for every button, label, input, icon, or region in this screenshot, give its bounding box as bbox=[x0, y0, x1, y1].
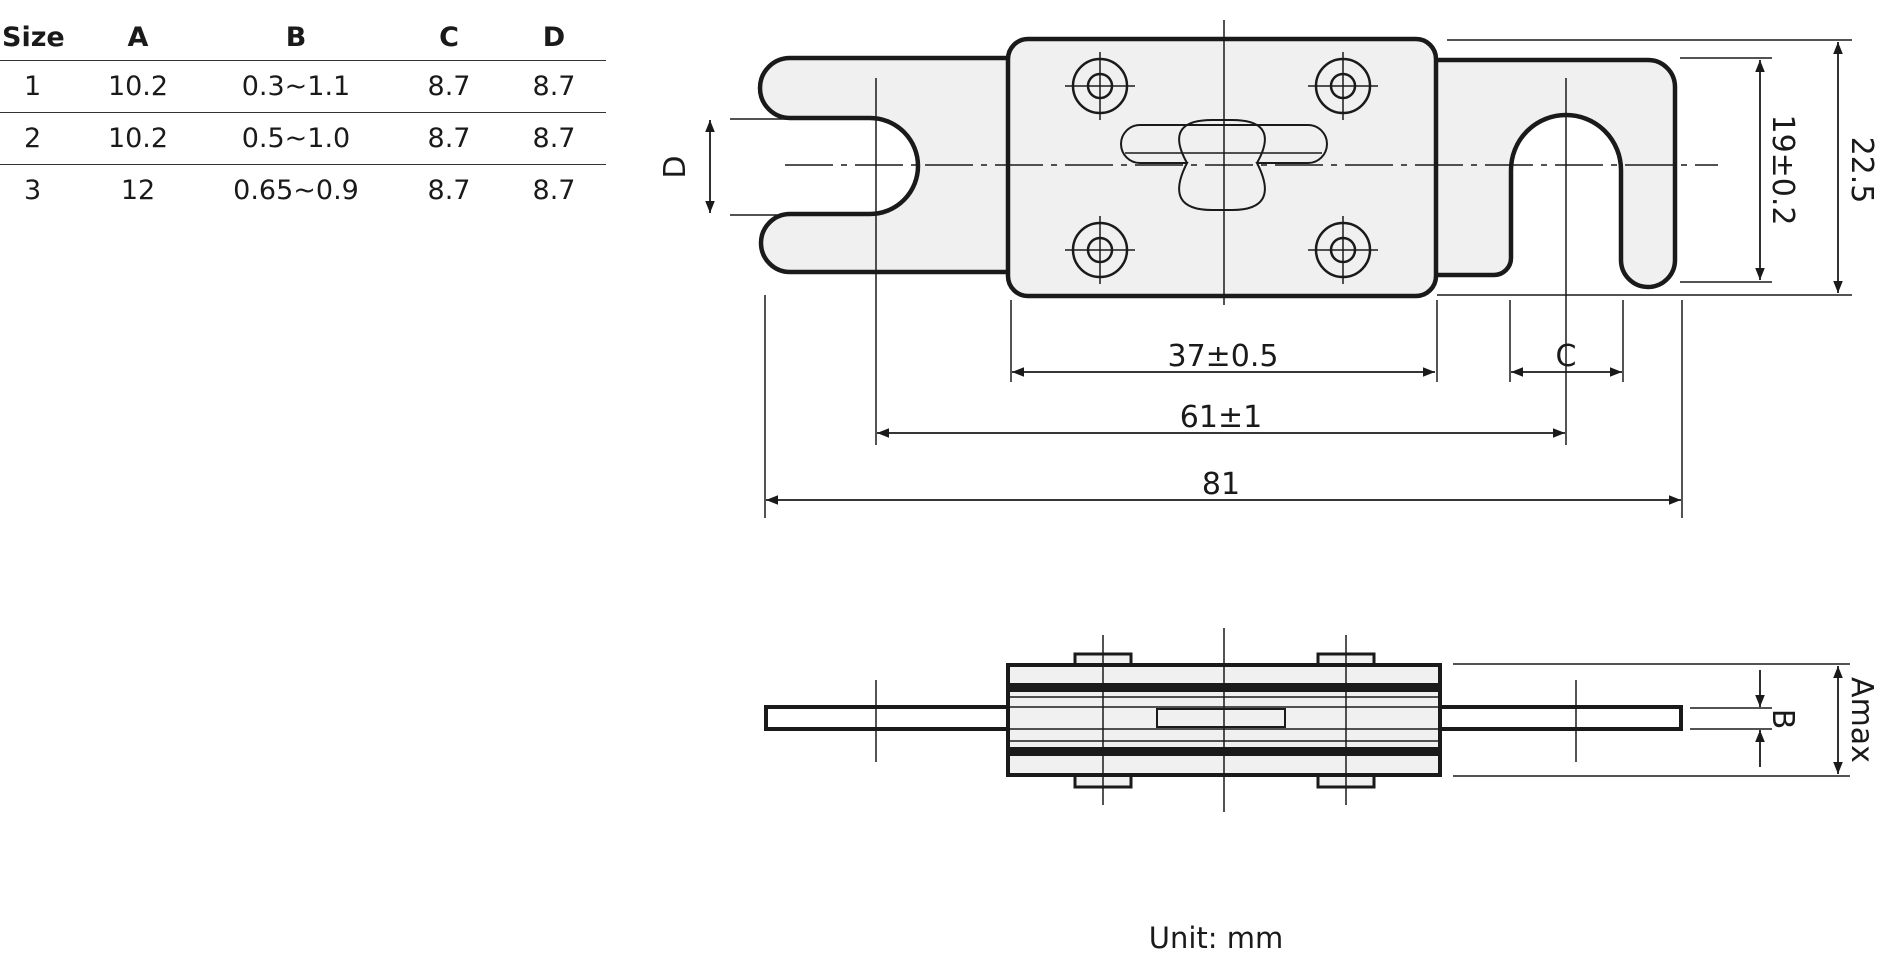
fuse-element-window bbox=[1120, 124, 1328, 211]
table-header-row: Size A B C D bbox=[0, 14, 606, 61]
cell-d: 8.7 bbox=[532, 175, 576, 206]
header-d: D bbox=[502, 14, 606, 61]
dim-label-amax: Amax bbox=[1844, 677, 1879, 763]
dim-label-outer-height: 22.5 bbox=[1844, 137, 1879, 204]
dim-label-slot-width: C bbox=[1556, 339, 1577, 374]
table-row: 2 10.2 0.5~1.0 8.7 8.7 bbox=[0, 112, 606, 165]
side-center-lines bbox=[875, 628, 1850, 812]
cell-c: 8.7 bbox=[427, 175, 471, 206]
header-b: B bbox=[196, 14, 396, 61]
cell-b: 0.5~1.0 bbox=[196, 112, 396, 165]
dim-label-inner-height: 19±0.2 bbox=[1765, 114, 1800, 225]
header-a: A bbox=[80, 14, 196, 61]
top-center-lines bbox=[785, 20, 1718, 445]
cell-a: 10.2 bbox=[80, 60, 196, 113]
dim-label-total-length: 81 bbox=[1202, 467, 1240, 502]
cell-size: 2 bbox=[0, 112, 80, 165]
cell-c: 8.7 bbox=[396, 112, 502, 165]
cell-a: 12 bbox=[120, 175, 156, 206]
table-row: 1 10.2 0.3~1.1 8.7 8.7 bbox=[0, 60, 606, 113]
header-size: Size bbox=[0, 14, 80, 61]
extension-lines bbox=[730, 39, 1852, 518]
fuse-top-view bbox=[757, 36, 1678, 299]
cell-d: 8.7 bbox=[502, 60, 606, 113]
dim-label-thickness: B bbox=[1765, 709, 1800, 730]
dim-label-body-width: 37±0.5 bbox=[1167, 339, 1278, 374]
cell-size: 1 bbox=[0, 60, 80, 113]
table-row: 3 12 0.65~0.9 8.7 8.7 bbox=[0, 165, 606, 217]
unit-note: Unit: mm bbox=[1149, 921, 1284, 955]
dim-label-d: D bbox=[658, 155, 693, 178]
dimension-lines bbox=[705, 42, 1843, 505]
cell-size: 3 bbox=[24, 175, 42, 206]
dim-label-center-span: 61±1 bbox=[1180, 400, 1262, 435]
spec-table: Size A B C D 1 10.2 0.3~1.1 8.7 8.7 2 10… bbox=[0, 14, 606, 216]
left-terminal bbox=[757, 55, 1013, 275]
cell-b: 0.3~1.1 bbox=[196, 60, 396, 113]
fuse-body bbox=[1005, 36, 1439, 299]
cell-c: 8.7 bbox=[396, 60, 502, 113]
cell-a: 10.2 bbox=[80, 112, 196, 165]
cell-b: 0.65~0.9 bbox=[233, 175, 359, 206]
side-fuse-element bbox=[1156, 708, 1286, 728]
cell-d: 8.7 bbox=[502, 112, 606, 165]
side-dimension-lines bbox=[1755, 666, 1843, 774]
right-terminal bbox=[1417, 57, 1678, 290]
header-c: C bbox=[396, 14, 502, 61]
